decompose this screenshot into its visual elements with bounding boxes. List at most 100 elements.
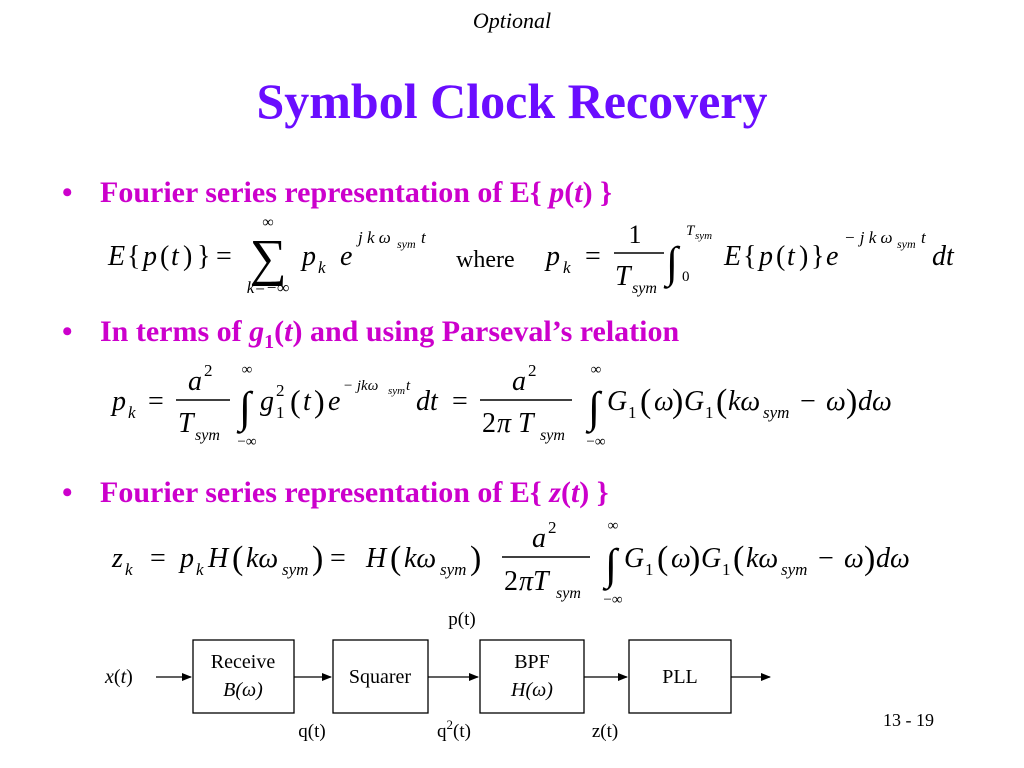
svg-text:sym: sym <box>632 280 657 297</box>
svg-text:(: ( <box>160 241 169 272</box>
svg-text:1: 1 <box>276 403 285 422</box>
svg-text:t: t <box>921 228 927 247</box>
bullet-parseval: •In terms of g1(t) and using Parseval’s … <box>62 315 680 353</box>
svg-text:∫: ∫ <box>663 238 681 289</box>
svg-text:G: G <box>624 543 644 574</box>
svg-text:−: − <box>818 543 834 574</box>
svg-text:a: a <box>188 366 202 397</box>
where-label: where <box>456 247 515 273</box>
svg-text:a: a <box>512 366 526 397</box>
svg-text:}: } <box>811 241 824 272</box>
slide-title: Symbol Clock Recovery <box>256 73 768 129</box>
svg-text:}: } <box>197 241 210 272</box>
svg-text:∞: ∞ <box>591 362 602 378</box>
svg-text:H: H <box>207 543 230 574</box>
svg-text:=: = <box>585 241 601 272</box>
svg-text:2: 2 <box>504 566 518 597</box>
svg-text:ω: ω <box>844 543 864 574</box>
svg-text:p: p <box>141 241 157 272</box>
bullet-dot: • <box>62 315 73 348</box>
svg-text:k=−∞: k=−∞ <box>247 278 290 297</box>
svg-text:kω: kω <box>746 543 778 574</box>
svg-text:): ) <box>864 540 875 577</box>
svg-text:1: 1 <box>705 403 714 422</box>
svg-text:=: = <box>148 386 164 417</box>
svg-text:(: ( <box>733 540 744 577</box>
svg-text:p: p <box>757 241 773 272</box>
svg-text:E: E <box>107 241 125 272</box>
svg-text:(: ( <box>290 383 301 419</box>
svg-text:−∞: −∞ <box>603 592 622 608</box>
svg-text:): ) <box>689 540 700 577</box>
svg-text:kω: kω <box>404 543 436 574</box>
svg-text:{: { <box>127 241 140 272</box>
svg-text:): ) <box>846 383 857 420</box>
svg-text:k: k <box>125 560 133 579</box>
svg-text:): ) <box>672 383 683 420</box>
svg-text:e: e <box>340 241 352 272</box>
svg-text:sym: sym <box>763 403 789 422</box>
svg-text:πT: πT <box>519 566 551 597</box>
svg-text:G: G <box>701 543 721 574</box>
block-pll-label: PLL <box>662 666 698 688</box>
equation-fourier-series-z: z k = p k H ( kω sym ) = H ( kω sym ) a … <box>111 518 910 608</box>
svg-text:j k ω: j k ω <box>356 228 391 247</box>
svg-text:ω: ω <box>826 386 846 417</box>
signal-q-label: q(t) <box>298 721 325 742</box>
block-receive-label: Receive <box>211 651 276 673</box>
svg-text:sym: sym <box>195 427 220 444</box>
svg-text:sym: sym <box>695 230 712 242</box>
svg-text:t: t <box>787 241 796 272</box>
svg-text:−: − <box>800 386 816 417</box>
svg-text:2: 2 <box>276 381 285 400</box>
svg-text:g: g <box>260 386 274 417</box>
svg-text:k: k <box>128 403 136 422</box>
svg-text:ω: ω <box>654 386 674 417</box>
svg-text:G: G <box>607 386 627 417</box>
svg-text:sym: sym <box>781 560 807 579</box>
svg-text:sym: sym <box>282 560 308 579</box>
svg-text:∞: ∞ <box>608 518 619 534</box>
bullet-fourier-z: •Fourier series representation of E{ z(t… <box>62 476 609 509</box>
svg-text:k: k <box>196 560 204 579</box>
svg-text:− j k ω: − j k ω <box>844 228 893 247</box>
block-squarer <box>332 639 429 714</box>
signal-q2-label: q2(t) <box>437 717 471 742</box>
svg-text:): ) <box>183 241 192 272</box>
svg-text:): ) <box>314 383 325 419</box>
equation-parseval: p k = a 2 T sym ∞ ∫ −∞ g 2 1 ( t ) e − j… <box>110 361 892 450</box>
svg-text:sym: sym <box>540 427 565 444</box>
svg-text:sym: sym <box>897 237 916 251</box>
svg-text:sym: sym <box>556 585 581 602</box>
svg-text:E: E <box>723 241 741 272</box>
svg-text:H: H <box>365 543 388 574</box>
svg-text:kω: kω <box>728 386 760 417</box>
block-diagram: x(t) Receive B(ω) Squarer BPF H(ω) PLL p… <box>104 609 771 742</box>
svg-text:G: G <box>684 386 704 417</box>
svg-text:sym: sym <box>388 385 405 397</box>
equation-fourier-series-p: E { p ( t ) } = ∞ ∑ k=−∞ p k e j k ω sym… <box>107 214 955 297</box>
svg-text:2: 2 <box>528 361 537 380</box>
svg-text:a: a <box>532 523 546 554</box>
svg-text:t: t <box>406 378 411 394</box>
svg-text:∞: ∞ <box>262 214 273 231</box>
svg-text:{: { <box>743 241 756 272</box>
svg-text:∫: ∫ <box>236 383 254 434</box>
block-pll <box>628 639 732 714</box>
svg-text:=: = <box>216 241 232 272</box>
svg-text:(: ( <box>232 540 243 577</box>
svg-text:(: ( <box>776 241 785 272</box>
svg-text:1: 1 <box>645 560 654 579</box>
block-squarer-label: Squarer <box>349 666 412 688</box>
svg-text:π T: π T <box>497 408 536 439</box>
bullet-dot: • <box>62 476 73 509</box>
signal-p-label: p(t) <box>448 609 475 630</box>
svg-text:k: k <box>563 258 571 277</box>
optional-label: Optional <box>472 8 552 33</box>
svg-text:p: p <box>178 543 194 574</box>
svg-text:0: 0 <box>682 269 690 285</box>
svg-text:dt: dt <box>932 241 955 272</box>
svg-text:∞: ∞ <box>242 362 253 378</box>
svg-text:): ) <box>470 540 481 577</box>
svg-text:−∞: −∞ <box>237 434 256 450</box>
